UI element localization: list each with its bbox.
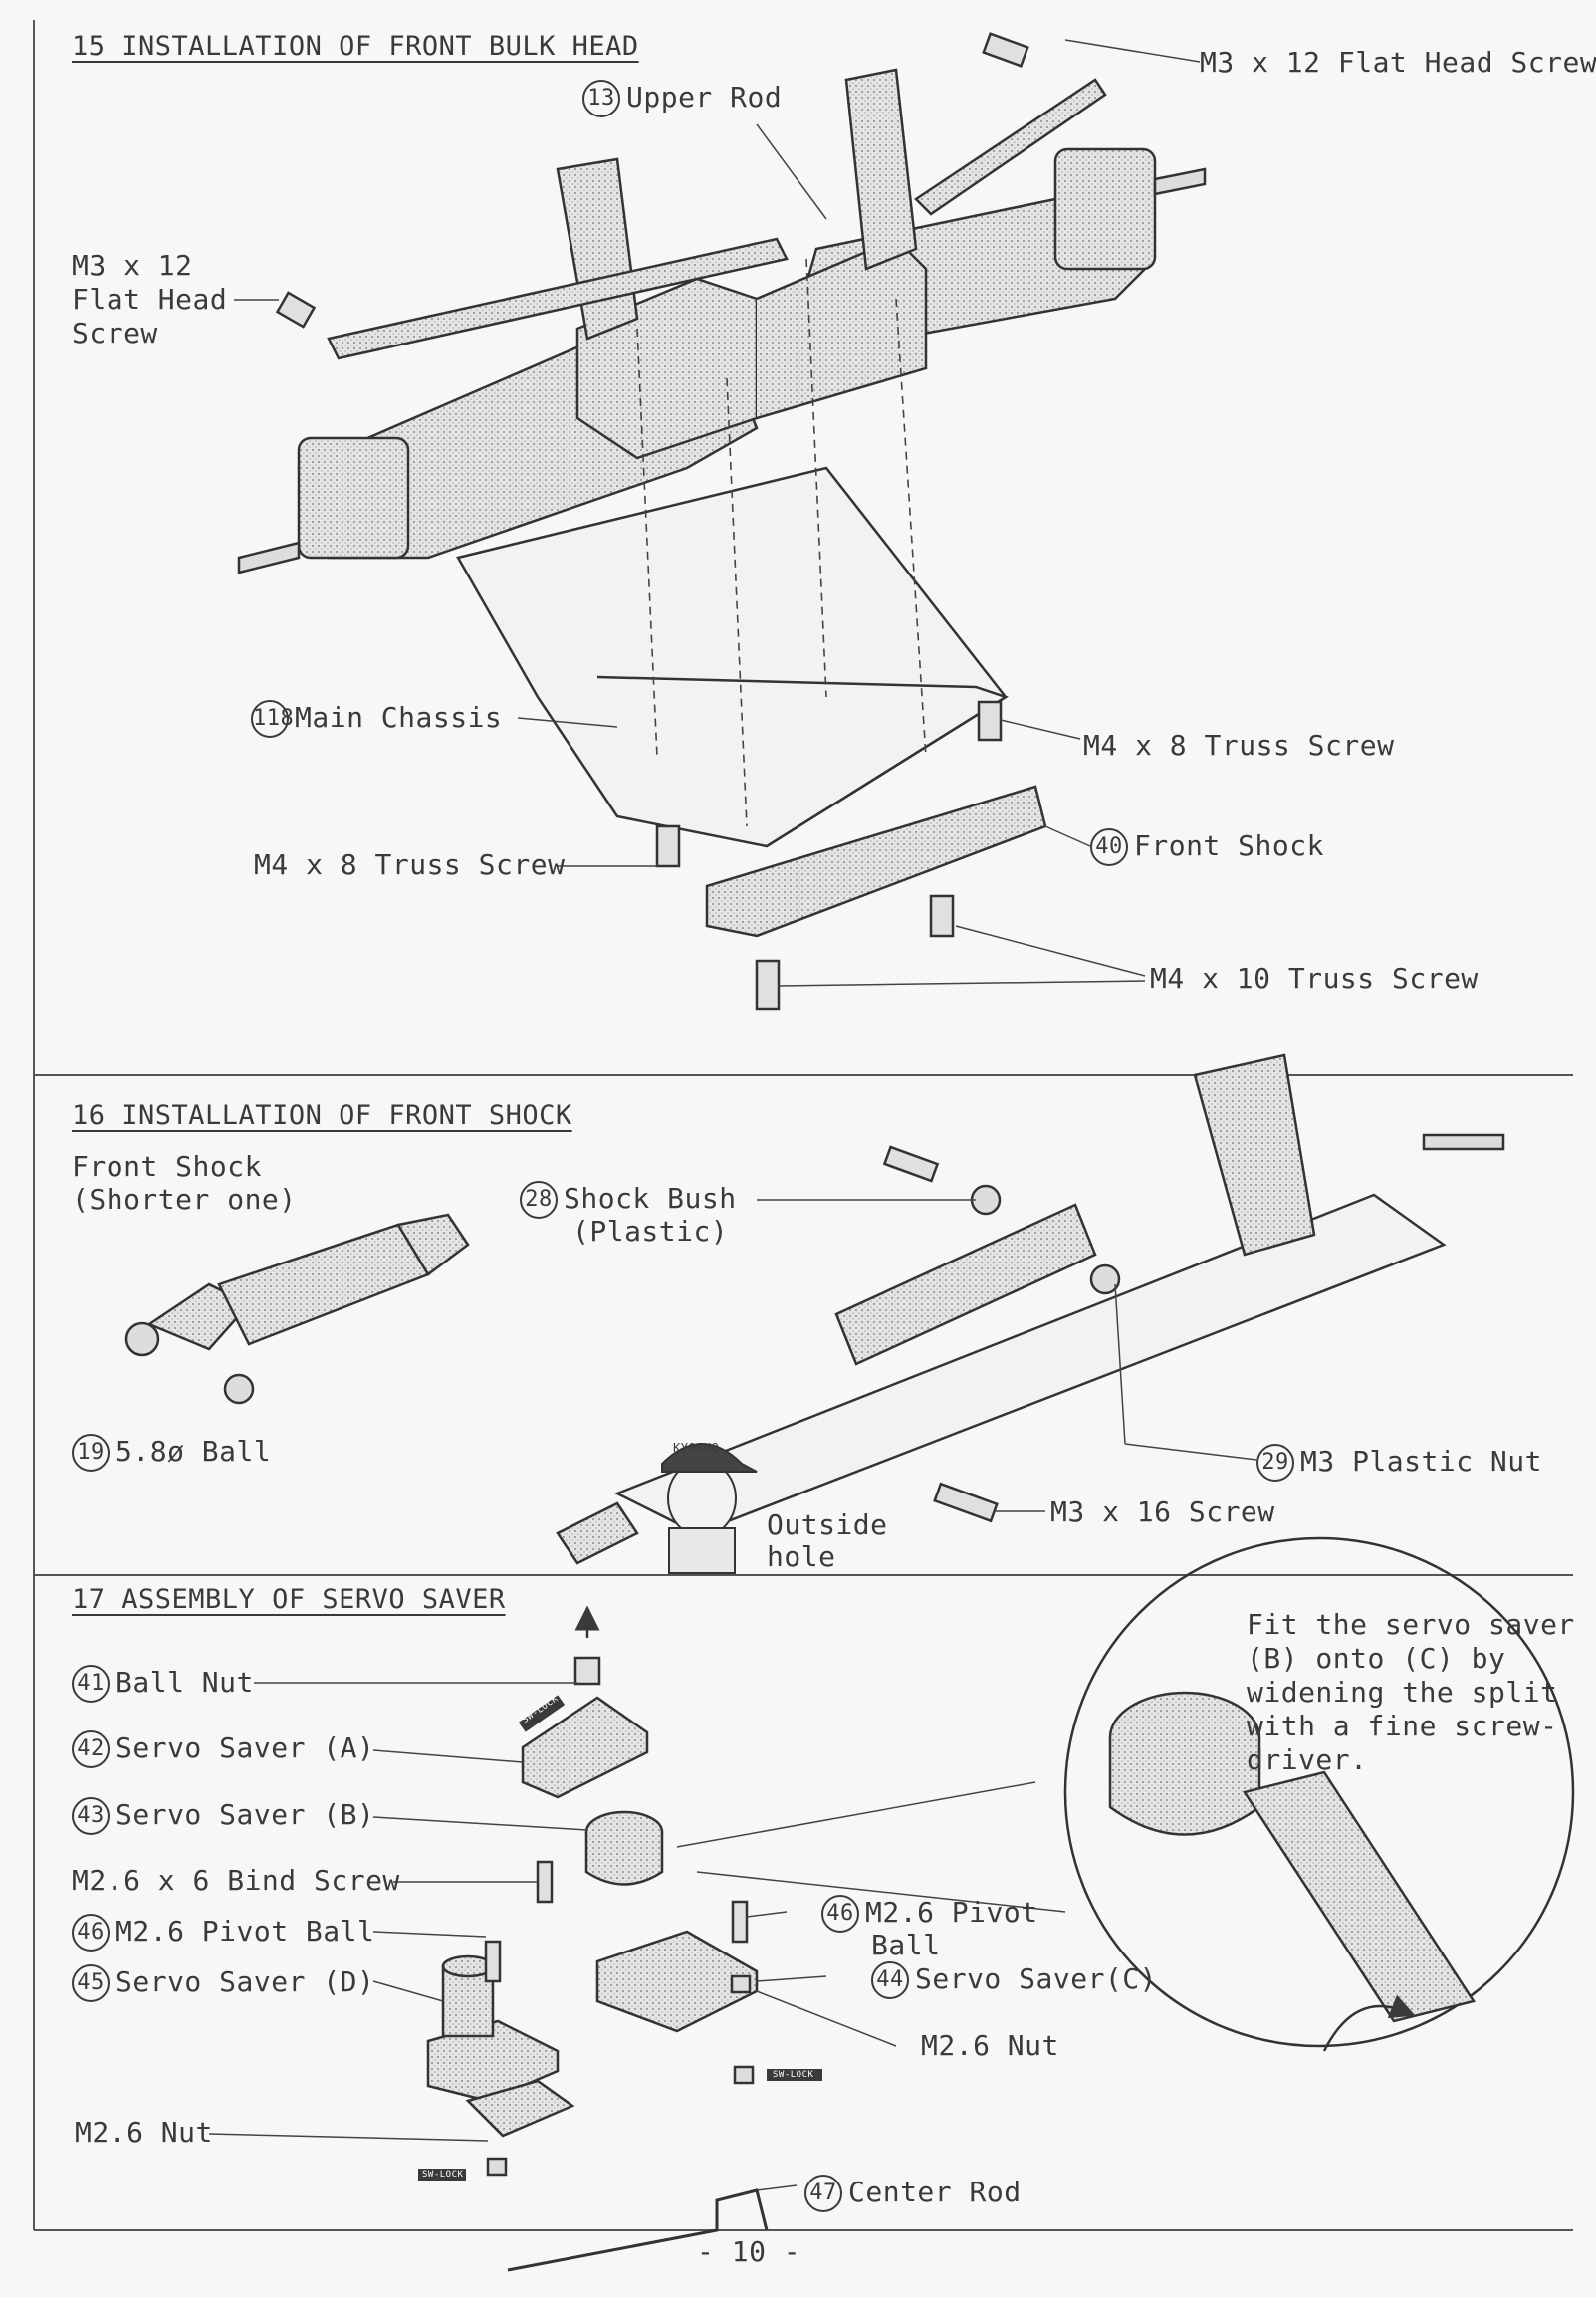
kyosho-mascot (661, 1443, 758, 1574)
label-flat-head-screw-left-2: Flat Head (72, 283, 228, 316)
label-outside-2: hole (767, 1540, 836, 1573)
part-number: 42 (72, 1730, 110, 1768)
label-pivot-ball-right-2: Ball (871, 1929, 941, 1961)
part-number: 47 (804, 2175, 842, 2212)
bulkhead-diagram (237, 32, 1207, 1011)
leader-lines-17 (208, 1682, 1066, 2191)
note-line-5: driver. (1247, 1743, 1368, 1776)
label-main-chassis: 118Main Chassis (251, 700, 502, 738)
part-number: 28 (520, 1181, 558, 1219)
label-truss-screw-left: M4 x 8 Truss Screw (254, 848, 566, 881)
label-m26-nut-right: M2.6 Nut (921, 2029, 1059, 2062)
part-number: 40 (1090, 828, 1128, 866)
label-truss-screw-m4x10: M4 x 10 Truss Screw (1150, 962, 1479, 995)
section-17-title: 17 ASSEMBLY OF SERVO SAVER (72, 1584, 506, 1615)
leader-lines-15 (234, 39, 1201, 987)
note-line-4: with a fine screw- (1247, 1710, 1558, 1742)
chassis-shock-diagram (556, 1053, 1505, 1565)
section-15-title: 15 INSTALLATION OF FRONT BULK HEAD (72, 31, 639, 62)
page-number: - 10 - (697, 2235, 801, 2268)
section-16-title: 16 INSTALLATION OF FRONT SHOCK (72, 1100, 572, 1131)
part-number: 41 (72, 1665, 110, 1703)
servo-saver-parts (426, 1605, 759, 2177)
note-line-1: Fit the servo saver (1247, 1608, 1575, 1641)
bulkhead-guides (636, 258, 927, 827)
part-number: 118 (251, 700, 294, 738)
label-m26-nut-left: M2.6 Nut (75, 2116, 213, 2149)
label-front-shock-2: (Shorter one) (72, 1183, 297, 1216)
front-shock-part (124, 1213, 470, 1405)
part-number: 46 (72, 1914, 110, 1952)
note-line-2: (B) onto (C) by (1247, 1642, 1506, 1675)
label-flat-head-screw-left-1: M3 x 12 (72, 249, 193, 282)
sw-lock-tag-3: SW-LOCK (422, 2170, 464, 2180)
mascot-cap-text: KYOSHO (673, 1441, 720, 1455)
part-number: 29 (1256, 1444, 1294, 1482)
center-rod (507, 2188, 769, 2272)
note-line-3: widening the split (1247, 1676, 1558, 1709)
label-truss-screw-right: M4 x 8 Truss Screw (1083, 729, 1395, 762)
part-number: 44 (871, 1961, 909, 1999)
label-front-shock-1: Front Shock (72, 1150, 262, 1183)
leader-lines-16 (757, 1199, 1257, 1512)
part-number: 19 (72, 1434, 110, 1472)
servo-note-bubble (1063, 1536, 1575, 2052)
label-flat-head-screw-left-3: Screw (72, 317, 158, 349)
label-m3x16-screw: M3 x 16 Screw (1050, 1495, 1275, 1528)
part-number: 45 (72, 1964, 110, 2002)
sw-lock-tags (418, 1695, 822, 2181)
sw-lock-tag-2: SW-LOCK (773, 2070, 814, 2080)
part-number: 13 (582, 80, 620, 117)
part-number: 43 (72, 1797, 110, 1835)
label-outside-1: Outside (767, 1508, 888, 1541)
label-bind-screw: M2.6 x 6 Bind Screw (72, 1864, 400, 1897)
label-shock-bush-2: (Plastic) (572, 1215, 729, 1248)
part-number: 46 (821, 1895, 859, 1933)
label-flat-head-screw-top: M3 x 12 Flat Head Screw (1200, 46, 1596, 79)
